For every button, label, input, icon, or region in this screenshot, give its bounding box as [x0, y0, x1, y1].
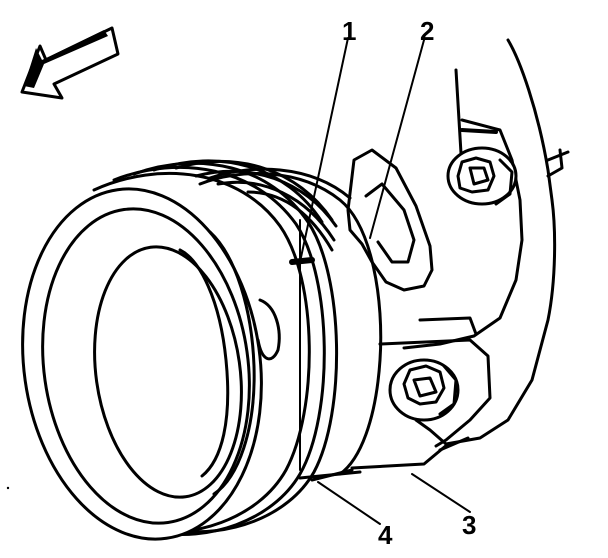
callout-4: 4: [378, 520, 393, 550]
callout-3: 3: [462, 510, 476, 540]
callout-2: 2: [420, 16, 434, 46]
pulley-grooves: [92, 159, 339, 536]
leader-line-1: [299, 37, 349, 263]
upper-bolt-icon: [446, 146, 518, 206]
leader-line-4: [317, 481, 381, 525]
leader-line-2: [369, 39, 425, 239]
lower-bolt-icon: [388, 358, 460, 422]
direction-arrow-icon: [20, 26, 120, 100]
mounting-bracket: [346, 38, 570, 470]
speck: [6, 486, 10, 490]
leader-line-3: [411, 473, 471, 513]
leader-lines: [299, 37, 471, 525]
pulley-front-face: [21, 187, 263, 541]
callout-1: 1: [342, 16, 356, 46]
